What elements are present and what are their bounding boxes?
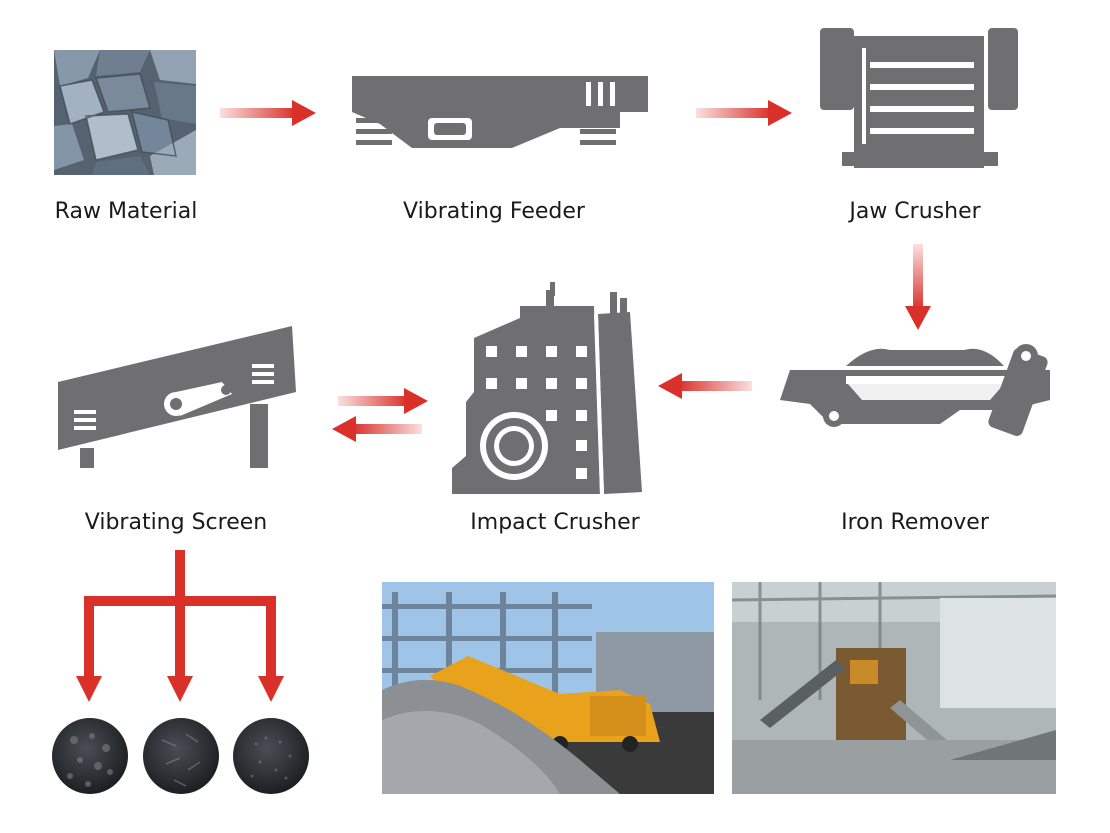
raw-material-label: Raw Material <box>54 199 198 224</box>
mobile-crusher-site-photo <box>382 582 714 794</box>
vibrating-feeder-icon <box>352 76 648 148</box>
flow-arrow-raw-to-feeder <box>220 100 316 126</box>
crushing-plant-interior-photo <box>731 582 1057 794</box>
output-split-arrows <box>76 550 284 702</box>
vibrating-feeder-label: Vibrating Feeder <box>403 199 585 224</box>
iron-remover-label: Iron Remover <box>841 510 989 535</box>
iron-remover-icon <box>780 344 1050 436</box>
impact-crusher-icon <box>452 282 642 494</box>
flow-arrow-impact-to-screen <box>332 416 422 442</box>
flow-arrow-feeder-to-jaw <box>696 100 792 126</box>
flow-arrow-screen-to-impact <box>338 388 428 414</box>
flow-arrow-iron-to-impact <box>658 373 752 399</box>
vibrating-screen-icon <box>58 326 296 468</box>
jaw-crusher-icon <box>820 28 1018 168</box>
impact-crusher-label: Impact Crusher <box>470 510 640 535</box>
vibrating-screen-label: Vibrating Screen <box>84 510 268 535</box>
output-aggregate-fine <box>233 718 309 794</box>
output-aggregate-coarse <box>52 718 128 794</box>
jaw-crusher-label: Jaw Crusher <box>849 199 981 224</box>
flow-arrow-jaw-to-iron <box>905 244 931 330</box>
output-aggregate-medium <box>143 718 219 794</box>
raw-material-photo <box>54 50 196 175</box>
